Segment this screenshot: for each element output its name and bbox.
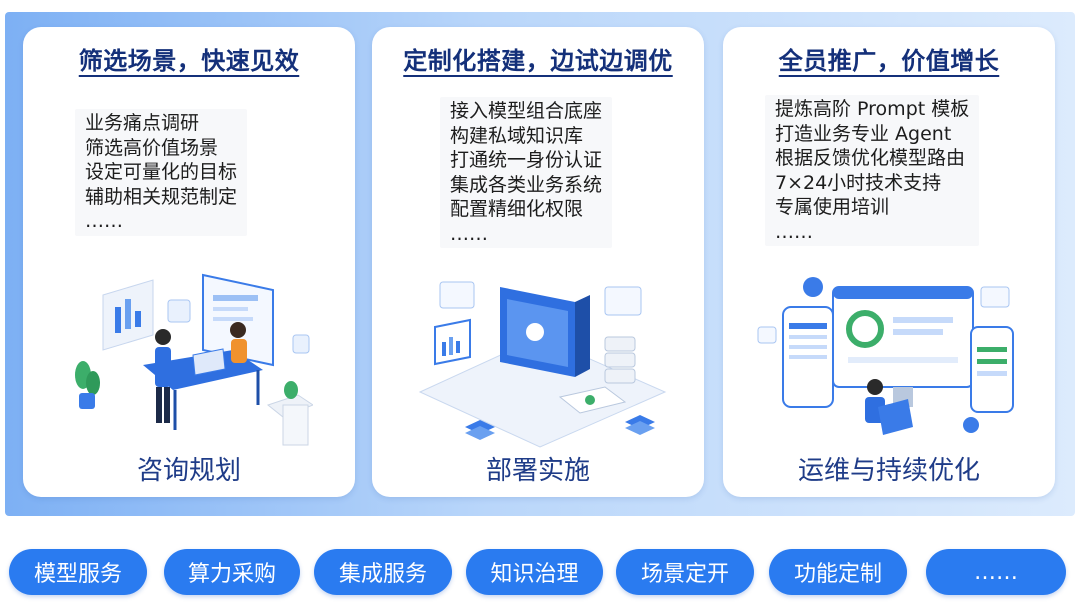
card-item: 根据反馈优化模型路由 — [775, 147, 966, 169]
service-pill-model[interactable]: 模型服务 — [9, 549, 147, 595]
card-footer: 咨询规划 — [136, 456, 241, 486]
card-item: 7×24小时技术支持 — [775, 171, 942, 194]
card-item-list: 提炼高阶 Prompt 模板 打造业务专业 Agent 根据反馈优化模型路由 7… — [765, 95, 980, 246]
consulting-illustration — [75, 273, 313, 446]
card-item: 提炼高阶 Prompt 模板 — [775, 98, 970, 120]
service-pill-compute[interactable]: 算力采购 — [164, 549, 300, 595]
card-heading: 筛选场景，快速见效 — [78, 47, 300, 75]
service-pill-more[interactable]: …… — [926, 549, 1066, 595]
card-item-list: 业务痛点调研 筛选高价值场景 设定可量化的目标 辅助相关规范制定 …… — [75, 109, 248, 236]
card-item: 接入模型组合底座 — [450, 100, 603, 122]
operations-illustration — [757, 277, 1014, 435]
card-heading: 全员推广，价值增长 — [778, 47, 1000, 75]
service-pill-knowledge[interactable]: 知识治理 — [466, 549, 603, 595]
card-item: 打通统一身份认证 — [450, 149, 603, 171]
service-pill-integration[interactable]: 集成服务 — [314, 549, 452, 595]
card-item: 构建私域知识库 — [450, 124, 584, 147]
card-deployment: 定制化搭建，边试边调优 接入模型组合底座 构建私域知识库 打通统一身份认证 集成… — [372, 27, 704, 497]
service-pill-scenario[interactable]: 场景定开 — [616, 549, 754, 595]
card-heading: 定制化搭建，边试边调优 — [403, 47, 673, 75]
card-item: 打造业务专业 Agent — [775, 122, 952, 145]
card-item: …… — [85, 210, 123, 232]
card-footer: 部署实施 — [485, 456, 590, 486]
service-pill-customization[interactable]: 功能定制 — [769, 549, 907, 595]
card-item: 配置精细化权限 — [450, 198, 584, 220]
card-item-list: 接入模型组合底座 构建私域知识库 打通统一身份认证 集成各类业务系统 配置精细化… — [440, 97, 613, 248]
card-operations: 全员推广，价值增长 提炼高阶 Prompt 模板 打造业务专业 Agent 根据… — [723, 27, 1055, 497]
card-item: …… — [775, 220, 813, 243]
card-footer: 运维与持续优化 — [797, 456, 980, 486]
card-item: 集成各类业务系统 — [450, 173, 603, 196]
card-consulting: 筛选场景，快速见效 业务痛点调研 筛选高价值场景 设定可量化的目标 辅助相关规范… — [23, 27, 355, 497]
card-item: 筛选高价值场景 — [85, 136, 219, 159]
card-item: 设定可量化的目标 — [85, 161, 238, 183]
card-item: 业务痛点调研 — [85, 112, 200, 134]
card-item: 专属使用培训 — [775, 196, 890, 218]
card-item: 辅助相关规范制定 — [85, 185, 238, 208]
card-item: …… — [450, 222, 488, 245]
deployment-illustration — [418, 281, 667, 448]
